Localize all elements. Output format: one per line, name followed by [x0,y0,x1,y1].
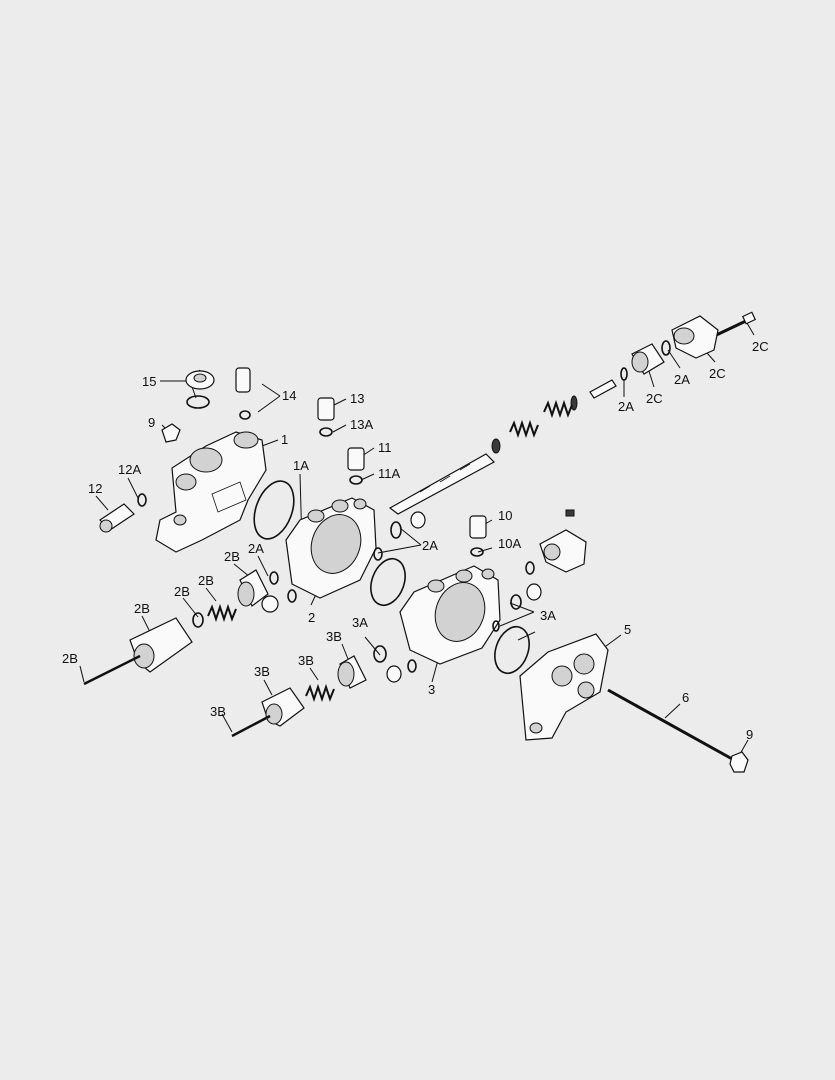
housing-3 [373,509,587,683]
label-14: 14 [282,388,296,403]
label-15: 15 [142,374,156,389]
spring-upper-1 [543,399,573,419]
housing-2 [261,397,426,613]
label-13a: 13A [350,417,373,432]
label-2b-3: 2B [174,584,190,599]
label-2c-1: 2C [646,391,663,406]
label-2b-5: 2B [62,651,78,666]
label-2a-3: 2A [618,399,634,414]
label-13: 13 [350,391,364,406]
label-6: 6 [682,690,689,705]
label-10a: 10A [498,536,521,551]
label-5: 5 [624,622,631,637]
upper-shaft-assembly [388,311,757,515]
label-3a-1: 3A [540,608,556,623]
label-3b-1: 3B [326,629,342,644]
label-3b-4: 3B [210,704,226,719]
label-10: 10 [498,508,512,523]
part-labels: 15 14 9 1 13 13A 11 11A 1A 12A 12 2A 2A … [62,339,769,742]
label-9: 9 [148,415,155,430]
label-3: 3 [428,682,435,697]
label-1: 1 [281,432,288,447]
label-12: 12 [88,481,102,496]
label-3b-2: 3B [298,653,314,668]
label-3b-3: 3B [254,664,270,679]
label-2c-2: 2C [709,366,726,381]
cartridge-2b [83,569,269,686]
label-11: 11 [378,440,392,455]
label-2b-4: 2B [134,601,150,616]
label-3a-2: 3A [352,615,368,630]
label-2c-3: 2C [752,339,769,354]
label-11a: 11A [378,466,400,481]
label-2a-1: 2A [422,538,438,553]
label-2a-2: 2A [248,541,264,556]
label-9b: 9 [746,727,753,742]
spring-upper-2 [509,419,539,439]
label-2b-2: 2B [198,573,214,588]
label-2b-1: 2B [224,549,240,564]
manifold-5 [519,633,749,773]
label-12a: 12A [118,462,141,477]
housing-1 [99,367,295,553]
cartridge-3b [231,655,367,738]
label-2: 2 [308,610,315,625]
label-1a: 1A [293,458,309,473]
label-2a-4: 2A [674,372,690,387]
